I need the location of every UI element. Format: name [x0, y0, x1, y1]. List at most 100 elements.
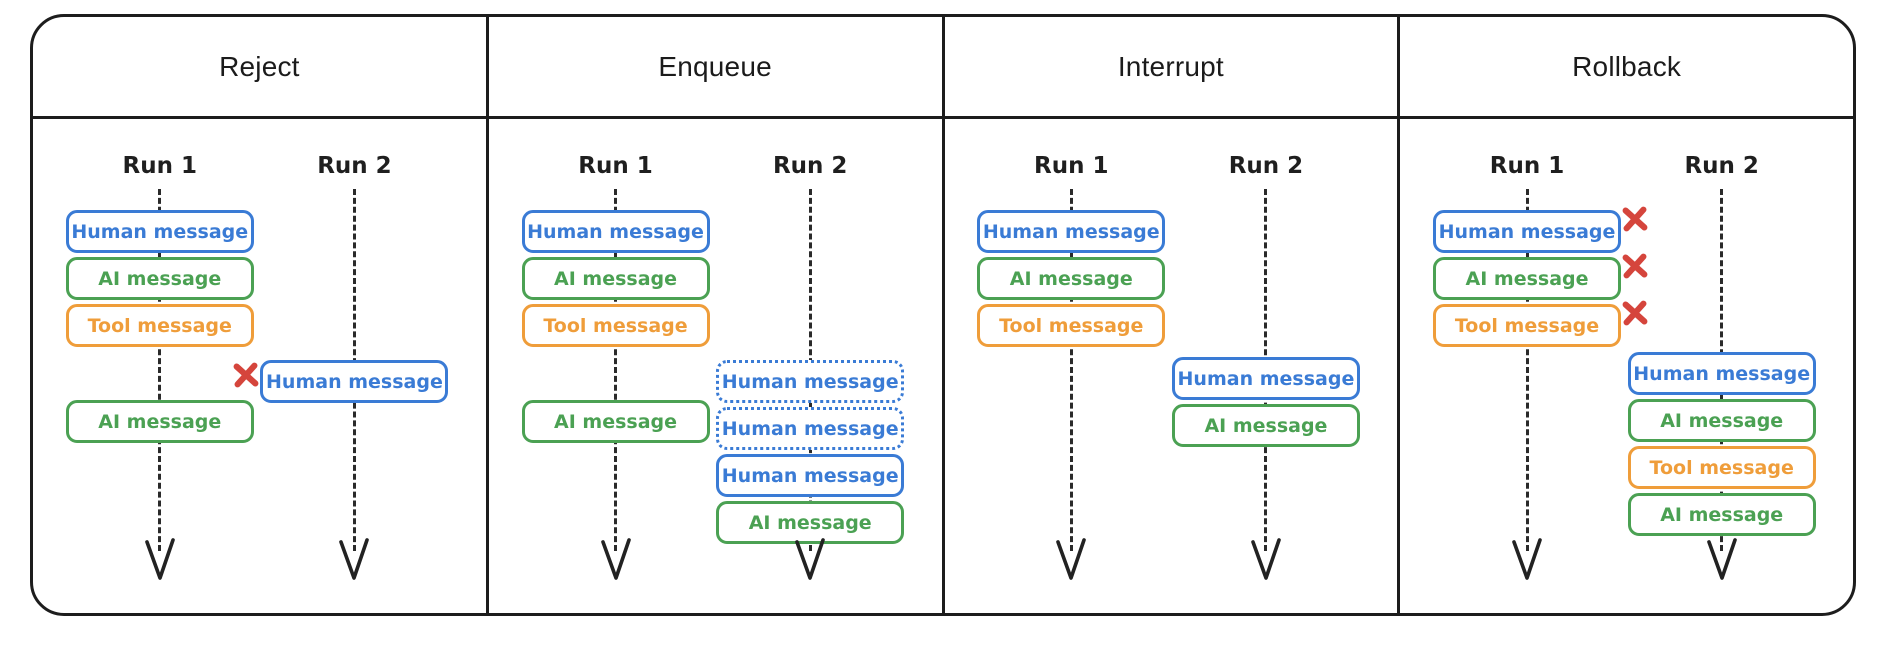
run-column-2: Run 2 Human message AI message Tool message…: [1612, 119, 1832, 613]
message-box-human: Human message: [65, 210, 254, 253]
message-label: Human message: [1633, 362, 1811, 385]
red-x-icon: [1622, 300, 1648, 326]
red-x-mark: [1620, 251, 1650, 281]
run-label: Run 2: [1684, 153, 1759, 179]
message-label: Human message: [721, 417, 899, 440]
message-label: Human message: [1438, 220, 1616, 243]
message-label: AI message: [748, 511, 872, 534]
timeline-arrow: [142, 535, 178, 583]
message-label: AI message: [554, 410, 678, 433]
run-label: Run 1: [1034, 153, 1109, 179]
arrow-down-icon: [1512, 538, 1542, 580]
message-label: Human message: [266, 370, 443, 393]
red-x-mark: [1620, 204, 1650, 234]
red-x-icon: [1622, 206, 1648, 232]
message-box-tool: Tool message: [977, 304, 1166, 347]
message-box-tool: Tool message: [1433, 300, 1648, 347]
arrow-down-icon: [600, 538, 631, 580]
timeline-gap: [1721, 210, 1723, 348]
arrow-down-icon: [339, 538, 370, 580]
message-label: AI message: [1204, 414, 1328, 437]
message-label: Human message: [71, 220, 249, 243]
run-label: Run 1: [1489, 153, 1565, 179]
message-box-ai: AI message: [977, 257, 1166, 300]
run-lifeline: [158, 189, 162, 551]
message-box-ai: AI message: [521, 257, 710, 300]
timeline-arrow: [598, 535, 634, 583]
message-box-human: Human message: [521, 210, 710, 253]
message-box-human: Human message: [716, 407, 905, 450]
timeline-arrow: [792, 535, 828, 583]
message-box-human: Human message: [1171, 357, 1360, 400]
message-box-ai: AI message: [1627, 493, 1816, 536]
timeline-arrow: [1248, 535, 1284, 583]
message-box-tool: Tool message: [521, 304, 710, 347]
message-box-ai: AI message: [65, 257, 254, 300]
run-lifeline: [1069, 189, 1073, 551]
timeline-arrow: [1053, 535, 1089, 583]
panel-header: Rollback: [1400, 17, 1853, 119]
run-label: Run 1: [122, 153, 197, 179]
red-x-mark: [1620, 298, 1650, 328]
arrow-down-icon: [1706, 538, 1737, 580]
message-box-tool: Tool message: [65, 304, 254, 347]
timeline-gap: [615, 351, 617, 396]
panel-header: Interrupt: [944, 17, 1398, 119]
message-box-human: Human message: [716, 360, 905, 403]
message-label: Tool message: [1649, 456, 1794, 479]
message-label: AI message: [98, 410, 222, 433]
message-box-ai: AI message: [521, 400, 710, 443]
run-lifeline: [614, 189, 618, 551]
arrow-down-icon: [144, 538, 175, 580]
message-label: Tool message: [1454, 314, 1600, 337]
message-label: Tool message: [543, 314, 688, 337]
message-label: Tool message: [999, 314, 1144, 337]
panel-title: Enqueue: [658, 50, 772, 82]
timeline-gap: [159, 351, 161, 396]
message-label: AI message: [1660, 503, 1784, 526]
timeline-arrow: [1509, 535, 1545, 583]
red-x-icon: [1622, 253, 1648, 279]
panel-title: Rollback: [1572, 50, 1682, 82]
run-lifeline: [1525, 189, 1529, 551]
message-box-ai: AI message: [1433, 253, 1648, 300]
message-box-ai: AI message: [65, 400, 254, 443]
red-x-icon: [234, 362, 259, 388]
run-label: Run 2: [772, 153, 848, 179]
message-box-human: Human message: [234, 360, 449, 403]
red-x-mark: [231, 360, 261, 390]
message-label: AI message: [1009, 267, 1133, 290]
message-label: AI message: [98, 267, 222, 290]
panel-title: Interrupt: [1117, 50, 1224, 82]
message-box-tool: Tool message: [1627, 446, 1816, 489]
arrow-down-icon: [1056, 538, 1087, 580]
message-box-ai: AI message: [1171, 404, 1360, 447]
message-box-ai: AI message: [716, 501, 905, 544]
message-stack: Human message: [234, 210, 449, 403]
message-box-human: Human message: [1433, 206, 1648, 253]
message-box-human: Human message: [977, 210, 1166, 253]
message-label: AI message: [1465, 267, 1589, 290]
panel-title: Reject: [219, 50, 300, 82]
message-label: Tool message: [87, 314, 232, 337]
panel-header: Enqueue: [488, 17, 942, 119]
message-box-human: Human message: [716, 454, 905, 497]
